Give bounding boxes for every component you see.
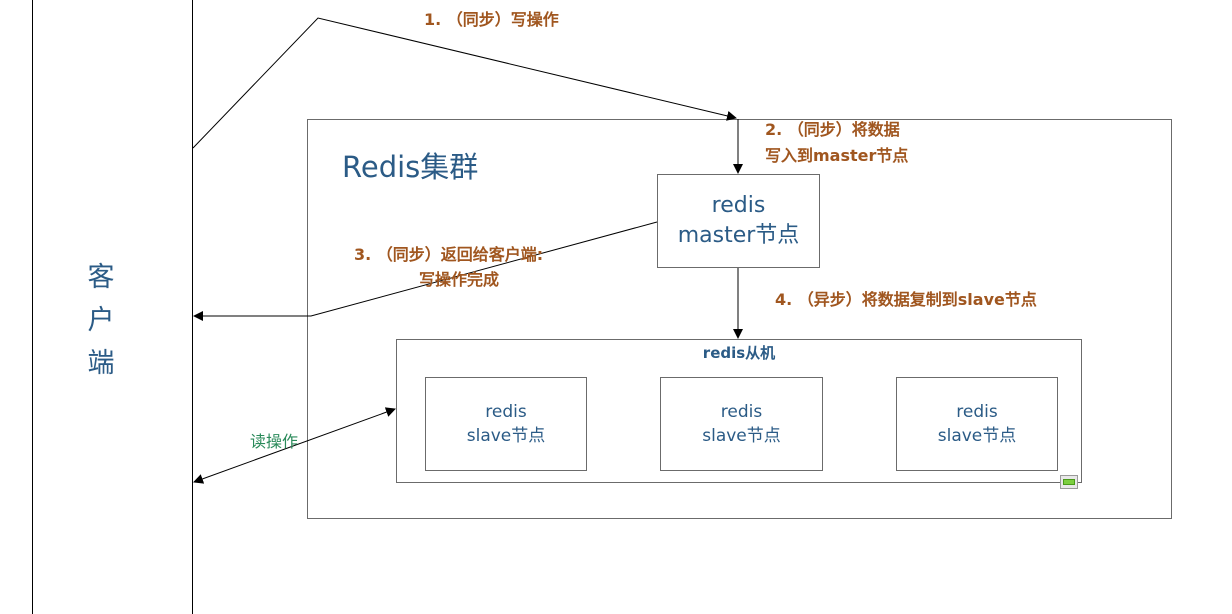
- step3-return-arrow: [193, 221, 658, 321]
- step2-label-line2: 写入到master节点: [765, 146, 909, 165]
- step3-label-line1: 3. （同步）返回给客户端:: [354, 245, 544, 264]
- step1-label: 1. （同步）写操作: [424, 10, 559, 29]
- slave-node-1[interactable]: redis slave节点: [425, 377, 587, 471]
- client-label-char-1: 客: [87, 262, 115, 293]
- client-label-char-3: 端: [87, 348, 115, 379]
- client-lane-right-border: [192, 0, 193, 614]
- master-node-line1: redis: [711, 193, 766, 218]
- slave-group-title: redis从机: [702, 344, 776, 362]
- client-lane-left-border: [32, 0, 33, 614]
- slave-node-3-line2: slave节点: [937, 426, 1017, 446]
- read-operation-label: 读操作: [250, 432, 299, 451]
- client-label-char-2: 户: [87, 305, 115, 336]
- master-node[interactable]: redis master节点: [657, 174, 820, 268]
- resize-handle-grip: [1063, 479, 1075, 485]
- step2-label-line1: 2. （同步）将数据: [765, 120, 900, 139]
- slave-node-2[interactable]: redis slave节点: [660, 377, 823, 471]
- cluster-title: Redis集群: [342, 150, 479, 184]
- master-node-line2: master节点: [677, 223, 800, 248]
- slave-node-1-line2: slave节点: [466, 426, 546, 446]
- slave-node-2-line2: slave节点: [702, 426, 781, 446]
- step1-write-arrow: [192, 17, 737, 149]
- slave-node-2-line1: redis: [720, 402, 763, 422]
- slave-node-1-line1: redis: [485, 402, 527, 422]
- slave-node-3-line1: redis: [956, 402, 998, 422]
- step3-label-line2: 写操作完成: [419, 270, 500, 289]
- resize-handle[interactable]: [1060, 475, 1078, 489]
- step4-label: 4. （异步）将数据复制到slave节点: [775, 290, 1037, 309]
- slave-node-3[interactable]: redis slave节点: [896, 377, 1058, 471]
- read-arrow: [193, 407, 396, 484]
